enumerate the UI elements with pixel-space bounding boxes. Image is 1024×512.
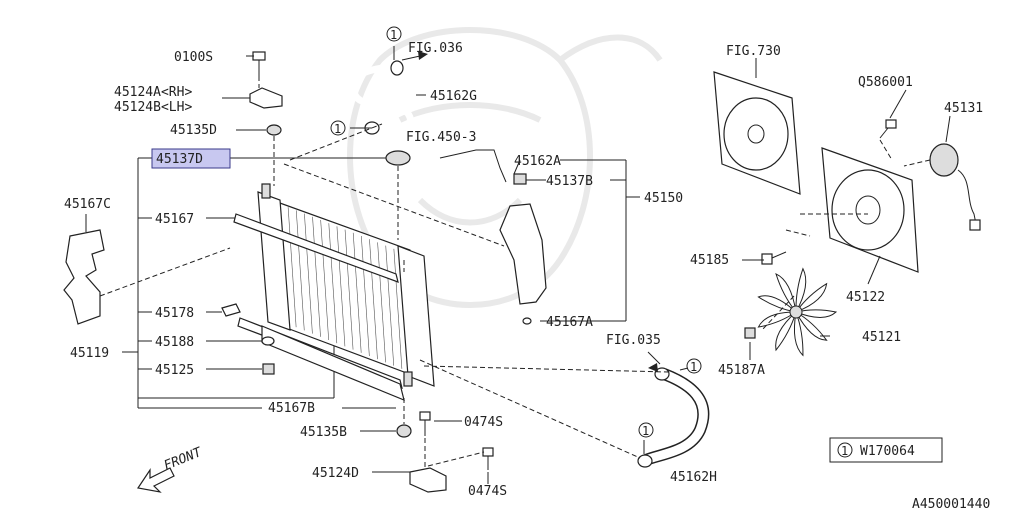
label-45124D[interactable]: 45124D: [312, 466, 359, 481]
fan-shroud-45122: [821, 147, 919, 273]
bolt-45185: [761, 251, 787, 265]
label-fig450-3[interactable]: FIG.450-3: [406, 130, 476, 145]
assembly-lines: [99, 76, 931, 468]
label-45131[interactable]: 45131: [944, 101, 983, 116]
label-0100S[interactable]: 0100S: [174, 50, 213, 65]
fan-blade: [793, 310, 804, 357]
label-45124B[interactable]: 45124B<LH>: [114, 100, 192, 115]
label-fig035[interactable]: FIG.035: [606, 333, 661, 348]
upper-seal-45167: [233, 213, 399, 283]
label-45188[interactable]: 45188: [155, 335, 194, 350]
label-45162A[interactable]: 45162A: [514, 154, 561, 169]
label-45167C[interactable]: 45167C: [64, 197, 111, 212]
radiator-fin: [385, 245, 395, 366]
label-45187A[interactable]: 45187A: [718, 363, 765, 378]
label-45121[interactable]: 45121: [862, 330, 901, 345]
label-45178[interactable]: 45178: [155, 306, 194, 321]
label-45135D[interactable]: 45135D: [170, 123, 217, 138]
circle-1-d: 1: [642, 424, 649, 438]
part-labels: 0100S 45124A<RH> 45124B<LH> 45135D 45137…: [64, 41, 983, 499]
label-45167[interactable]: 45167: [155, 212, 194, 227]
radiator-fin: [344, 229, 354, 350]
radiator-fin: [361, 235, 370, 357]
label-45185[interactable]: 45185: [690, 253, 729, 268]
label-45167B[interactable]: 45167B: [268, 401, 315, 416]
label-45162G[interactable]: 45162G: [430, 89, 477, 104]
leader-lines: [85, 46, 951, 484]
fan-blade: [794, 310, 828, 341]
label-45137D[interactable]: 45137D: [156, 152, 203, 167]
motor-45131: [929, 143, 981, 231]
fan-blade: [794, 309, 838, 318]
radiator-fin: [328, 223, 338, 344]
radiator-fin: [295, 210, 305, 331]
radiator-fin: [377, 242, 386, 363]
circle-1-c: 1: [690, 360, 697, 374]
radiator-fin: [393, 248, 403, 369]
radiator-fin: [352, 232, 362, 353]
note-code: W170064: [860, 444, 915, 459]
radiator-fin: [320, 219, 329, 341]
label-45122[interactable]: 45122: [846, 290, 885, 305]
radiator-core: [257, 183, 435, 387]
radiator-fin: [304, 213, 313, 334]
fan-shroud-upper: [713, 71, 801, 195]
note-box: 1 W170064: [829, 437, 943, 463]
circle-1-b: 1: [334, 122, 341, 136]
radiator-fin: [287, 207, 297, 328]
circle-markers: 1 1 1 1: [330, 26, 702, 438]
reservoir-bracket: [513, 159, 640, 322]
label-fig036[interactable]: FIG.036: [408, 41, 463, 56]
fan-blade: [757, 311, 798, 328]
radiator-fin: [369, 239, 378, 360]
front-arrow-icon: [136, 467, 175, 493]
radiator-fin: [336, 226, 346, 347]
fan-blade: [794, 282, 828, 314]
label-0474S-a[interactable]: 0474S: [464, 415, 503, 430]
side-plate-45167C: [63, 229, 105, 325]
label-45125[interactable]: 45125: [155, 363, 194, 378]
highlight-box: [151, 148, 231, 169]
radiator-fin: [312, 216, 321, 337]
label-Q586001[interactable]: Q586001: [858, 75, 913, 90]
note-symbol: 1: [841, 444, 848, 458]
label-fig730[interactable]: FIG.730: [726, 44, 781, 59]
small-parts: [221, 51, 710, 493]
fan-45121: [757, 267, 838, 357]
circle-1-a: 1: [390, 28, 397, 42]
label-45137B[interactable]: 45137B: [546, 174, 593, 189]
label-45162H[interactable]: 45162H: [670, 470, 717, 485]
diagram-id: A450001440: [912, 497, 990, 512]
label-45124A[interactable]: 45124A<RH>: [114, 85, 192, 100]
fan-blade: [775, 310, 798, 352]
label-45167A[interactable]: 45167A: [546, 315, 593, 330]
label-0474S-b[interactable]: 0474S: [468, 484, 507, 499]
label-45150[interactable]: 45150: [644, 191, 683, 206]
watermark-emblem: [347, 27, 663, 308]
label-45119[interactable]: 45119: [70, 346, 109, 361]
label-front: FRONT: [162, 445, 205, 474]
fan-hub: [789, 305, 803, 319]
label-45135B[interactable]: 45135B: [300, 425, 347, 440]
fan-blade: [757, 295, 798, 313]
fan-blade: [795, 267, 807, 314]
bolt-Q586001: [879, 119, 897, 139]
nut-45187A: [744, 327, 756, 339]
fan-blade: [775, 272, 797, 314]
fig-arrows: [401, 51, 661, 372]
